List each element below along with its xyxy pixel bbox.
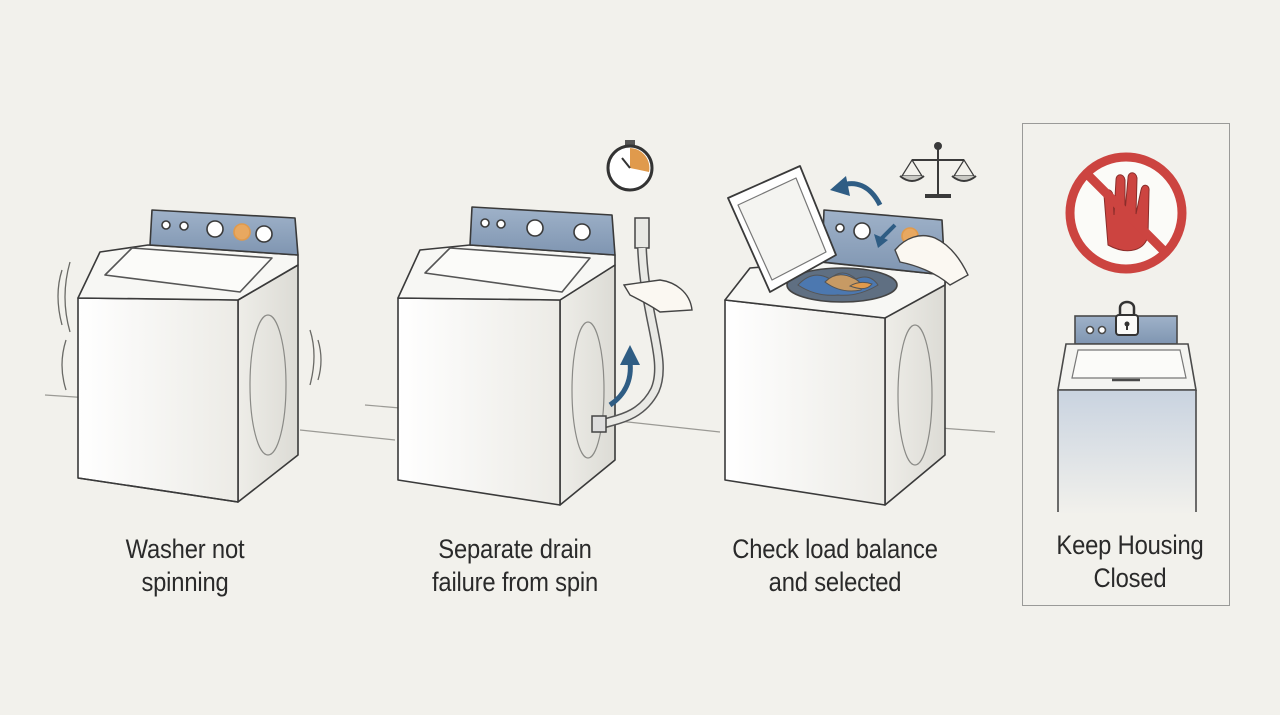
arrow-up-icon (608, 345, 640, 408)
laundry-load-icon (797, 272, 879, 296)
step-1-line-2: spinning (141, 567, 229, 597)
no-hand-prohibition-icon (1065, 152, 1187, 274)
step-2-caption: Separate drain failure from spin (409, 533, 620, 599)
small-arrow-icon (874, 223, 897, 248)
step-3-line-1: Check load balance (732, 534, 938, 564)
hand-icon (622, 279, 693, 313)
lid-open-arrow-icon (830, 176, 883, 207)
balance-scale-icon (899, 142, 977, 198)
shake-icon (57, 261, 322, 391)
step-4-line-1: Keep Housing (1056, 530, 1204, 560)
hand-icon-2 (894, 234, 969, 286)
step-4-caption: Keep Housing Closed (1042, 529, 1218, 595)
step-2-line-2: failure from spin (431, 567, 599, 597)
washer-1 (77, 209, 299, 503)
step-1-caption: Washer not spinning (97, 533, 273, 599)
padlock-icon (1115, 300, 1139, 336)
step-4-line-2: Closed (1093, 563, 1167, 593)
washer-2 (397, 206, 616, 506)
keep-housing-closed-panel (1022, 123, 1230, 606)
step-2-line-1: Separate drain (438, 534, 592, 564)
step-1-line-1: Washer not (125, 534, 245, 564)
step-3-line-2: and selected (768, 567, 902, 597)
stopwatch-icon (606, 140, 654, 192)
open-lid (727, 165, 837, 293)
step-3-caption: Check load balance and selected (716, 533, 954, 599)
